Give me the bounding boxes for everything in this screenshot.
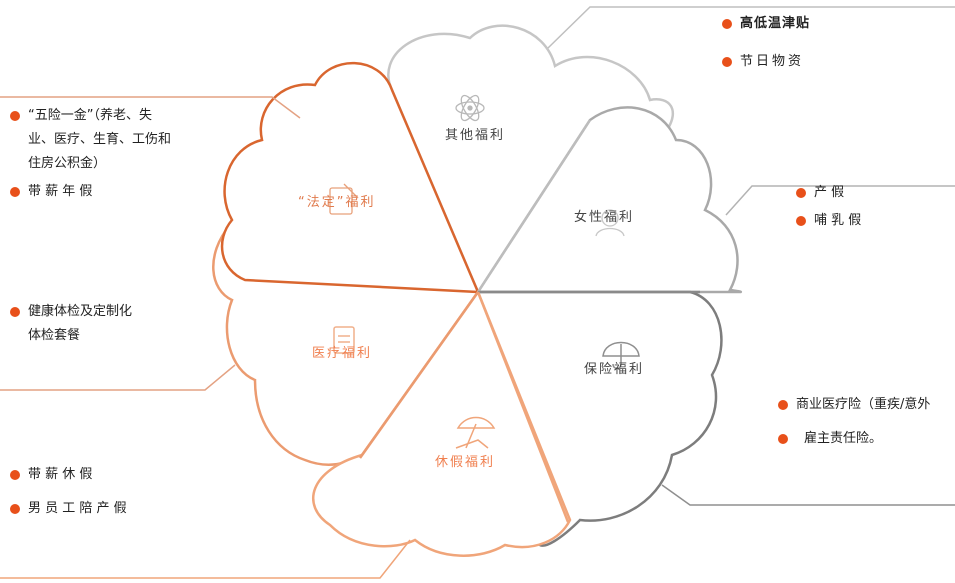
note-text: 雇主责任险。 bbox=[804, 431, 883, 446]
petal-legal bbox=[220, 61, 480, 294]
bullet-dot bbox=[10, 470, 20, 480]
leader-line-other bbox=[547, 6, 955, 49]
note-legal: “五险一金”（养老、失 业、医疗、生育、工伤和 住房公积金） 带 薪 年 假 bbox=[10, 104, 171, 204]
petal-label-other: 其他福利 bbox=[445, 128, 506, 143]
note-text: 哺 乳 假 bbox=[814, 213, 862, 228]
note-female: 产 假 哺 乳 假 bbox=[796, 181, 861, 233]
note-other: 高低温津贴 节日物资 bbox=[722, 12, 810, 74]
leader-line-medical bbox=[0, 364, 236, 391]
umbrella-icon bbox=[602, 341, 640, 370]
document-gavel-icon bbox=[329, 183, 359, 215]
bullet-dot bbox=[10, 504, 20, 514]
note-text: 带 薪 休 假 bbox=[28, 467, 93, 482]
note-text: 体检套餐 bbox=[28, 328, 81, 343]
medical-report-icon bbox=[333, 326, 355, 354]
spoke bbox=[476, 291, 570, 523]
note-text: 健康体检及定制化 bbox=[28, 304, 133, 319]
bullet-dot bbox=[10, 187, 20, 197]
bullet-dot bbox=[722, 19, 732, 29]
bullet-dot bbox=[10, 111, 20, 121]
note-text: “五险一金”（养老、失 bbox=[28, 108, 152, 123]
bullet-dot bbox=[722, 57, 732, 67]
spoke bbox=[358, 291, 480, 459]
leader-line-insurance bbox=[661, 484, 955, 506]
petal-label-insurance: 保险福利 bbox=[584, 362, 645, 377]
spoke bbox=[476, 119, 592, 293]
woman-icon bbox=[595, 209, 625, 237]
leader-line-female bbox=[725, 185, 955, 216]
note-text: 男 员 工 陪 产 假 bbox=[28, 501, 127, 516]
beach-chair-icon bbox=[455, 416, 496, 449]
petal-label-vacation: 休假福利 bbox=[435, 455, 496, 470]
note-text: 商业医疗险（重疾/意外 bbox=[796, 397, 931, 412]
petal-vacation bbox=[312, 289, 572, 557]
bullet-dot bbox=[10, 307, 20, 317]
note-vacation: 带 薪 休 假 男 员 工 陪 产 假 bbox=[10, 463, 127, 521]
note-text: 高低温津贴 bbox=[740, 16, 811, 31]
bullet-dot bbox=[796, 216, 806, 226]
note-text: 业、医疗、生育、工伤和 bbox=[28, 132, 172, 147]
note-insurance: 商业医疗险（重疾/意外 雇主责任险。 bbox=[778, 393, 930, 451]
bullet-dot bbox=[796, 188, 806, 198]
atom-icon bbox=[455, 94, 485, 122]
bullet-dot bbox=[778, 400, 788, 410]
petal-label-legal: “法定”福利 bbox=[298, 195, 376, 210]
leader-line-vacation bbox=[0, 539, 411, 579]
note-text: 带 薪 年 假 bbox=[28, 184, 93, 199]
note-text: 节日物资 bbox=[740, 54, 805, 69]
petal-female bbox=[475, 106, 743, 294]
leader-line-legal bbox=[0, 96, 301, 119]
petal-label-female: 女性福利 bbox=[574, 210, 635, 225]
note-text: 住房公积金） bbox=[28, 156, 107, 171]
note-text: 产 假 bbox=[814, 185, 845, 200]
bullet-dot bbox=[778, 434, 788, 444]
note-medical: 健康体检及定制化 体检套餐 bbox=[10, 300, 132, 348]
petal-label-medical: 医疗福利 bbox=[312, 346, 373, 361]
petal-other bbox=[387, 24, 674, 295]
